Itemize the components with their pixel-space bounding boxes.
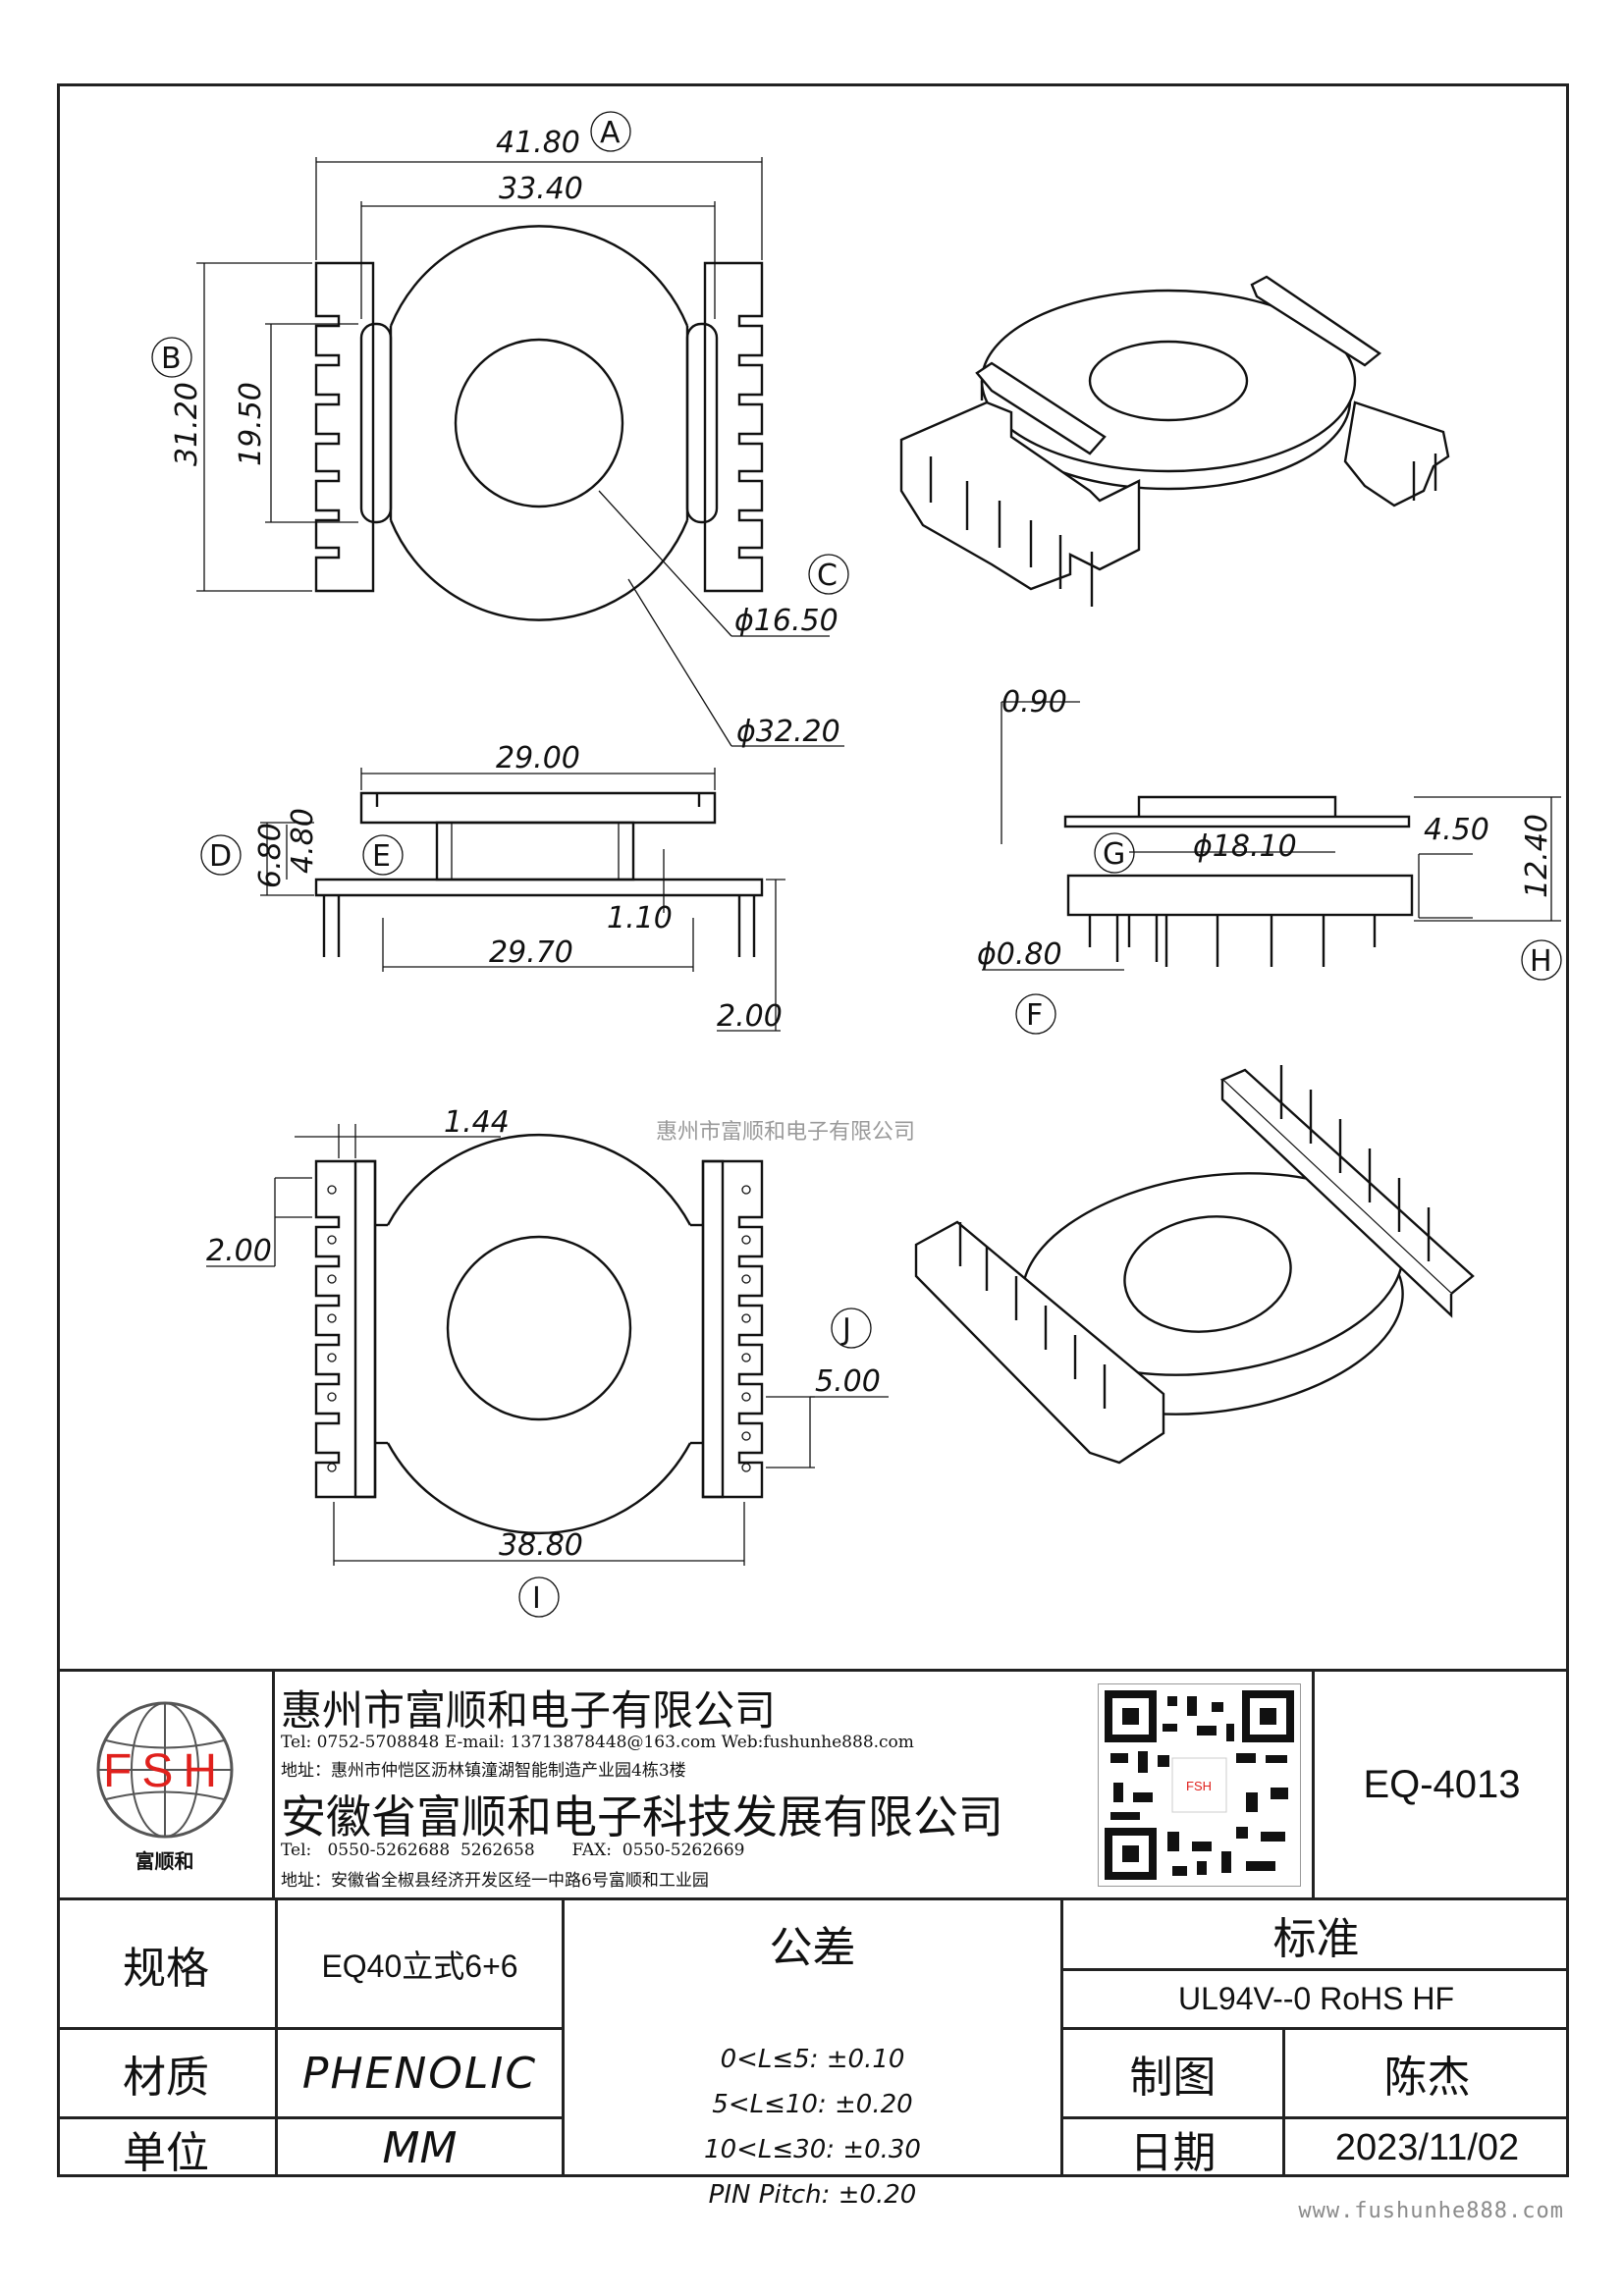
footer-website: www.fushunhe888.com [1298,2199,1564,2223]
dim-1-44: 1.44 [444,1105,510,1140]
dim-2-00-side: 2.00 [717,999,783,1034]
tolerance-line: 10<L≤30: ±0.30 [704,2135,921,2164]
standard-value: UL94V--0 RoHS HF [1178,1981,1454,2016]
dim-29-70: 29.70 [489,935,573,970]
drawn-by-label: 制图 [1129,2053,1217,2103]
technical-drawing: 41.80 A 33.40 B 31.20 19.50 C ϕ16.50 ϕ32… [151,111,1562,1618]
label-E: E [372,839,391,874]
tolerance-line: 5<L≤10: ±0.20 [712,2090,913,2119]
label-A: A [600,116,621,150]
tolerance-line: 0<L≤5: ±0.10 [720,2045,905,2074]
watermark: 惠州市富顺和电子有限公司 [656,1120,915,1145]
side-view: 29.00 D 6.80 4.80 E 1.10 29.70 2.00 [200,741,785,1034]
dim-38-80: 38.80 [499,1528,583,1563]
iso-view-bottom [914,1065,1475,1465]
label-I: I [532,1581,541,1616]
label-D: D [209,839,232,874]
label-J: J [840,1312,851,1347]
bore-circle [454,338,624,508]
globe-logo-icon: FSH [96,1701,233,1838]
part-number: EQ-4013 [1363,1762,1521,1806]
dim-29-00: 29.00 [496,741,580,775]
label-C: C [817,559,838,593]
dim-5-00: 5.00 [815,1364,881,1399]
top-view: 41.80 A 33.40 B 31.20 19.50 C ϕ16.50 ϕ32… [151,111,849,749]
address-huizhou: 地址：惠州市仲恺区沥林镇潼湖智能制造产业园4栋3楼 [281,1761,686,1781]
address-anhui: 地址：安徽省全椒县经济开发区经一中路6号富顺和工业园 [281,1871,709,1891]
label-F: F [1026,998,1043,1033]
date-value: 2023/11/02 [1334,2127,1520,2168]
material-value: PHENOLIC [301,2048,538,2099]
dim-dia-32-20: ϕ32.20 [736,715,840,749]
front-view: 0.90 G ϕ18.10 4.50 12.40 H ϕ0.80 F [977,685,1562,1035]
title-block: FSH 富顺和 惠州市富顺和电子有限公司 Tel: 0752-5708848 E… [57,1669,1569,2210]
dim-2-00-pin: 2.00 [206,1234,272,1268]
dim-19-50: 19.50 [234,382,268,466]
tolerance-line: PIN Pitch: ±0.20 [708,2180,917,2210]
contact-anhui: Tel: 0550-5262688 5262658 FAX: 0550-5262… [281,1841,745,1860]
material-label: 材质 [123,2053,209,2103]
standard-label: 标准 [1272,1913,1360,1964]
label-B: B [161,342,182,376]
dim-12-40: 12.40 [1520,814,1554,898]
bottom-view: 1.44 2.00 J 5.00 38.80 I [206,1105,889,1618]
spec-value: EQ40立式6+6 [321,1948,518,1984]
dim-dia-18-10: ϕ18.10 [1193,829,1297,864]
company-name-anhui: 安徽省富顺和电子科技发展有限公司 [281,1790,1003,1843]
logo-text: FSH [103,1745,227,1797]
dim-1-10: 1.10 [607,901,673,935]
company-info: 惠州市富顺和电子有限公司 Tel: 0752-5708848 E-mail: 1… [281,1672,1155,1897]
tolerance-label: 公差 [769,1923,856,1973]
iso-view-top [899,275,1450,607]
logo-subtitle: 富顺和 [135,1848,194,1873]
dim-dia-0-80: ϕ0.80 [977,937,1062,972]
drawn-by-value: 陈杰 [1383,2053,1471,2103]
qr-center-logo: FSH [1186,1779,1212,1793]
dim-0-90: 0.90 [1001,685,1067,720]
dim-33-40: 33.40 [499,172,583,206]
label-H: H [1530,944,1552,979]
dim-31-20: 31.20 [170,382,204,466]
unit-value: MM [382,2123,458,2173]
dim-41-80: 41.80 [496,126,580,160]
unit-label: 单位 [123,2127,209,2178]
logo-cell: FSH 富顺和 [57,1672,275,1897]
dim-6-80: 6.80 [253,823,288,888]
dim-dia-16-50: ϕ16.50 [734,604,839,638]
qr-code: FSH [1098,1683,1301,1887]
label-G: G [1103,837,1125,872]
dim-4-80: 4.80 [286,808,320,874]
dim-4-50: 4.50 [1424,813,1489,847]
contact-huizhou: Tel: 0752-5708848 E-mail: 13713878448@16… [281,1733,914,1752]
drawing-frame [57,83,1569,2177]
part-number-cell: EQ-4013 [1312,1672,1569,1897]
company-name-huizhou: 惠州市富顺和电子有限公司 [281,1686,777,1735]
spec-label: 规格 [123,1943,209,1994]
tolerance-list: 0<L≤5: ±0.10 5<L≤10: ±0.20 10<L≤30: ±0.3… [565,2037,1060,2217]
date-label: 日期 [1129,2127,1217,2178]
